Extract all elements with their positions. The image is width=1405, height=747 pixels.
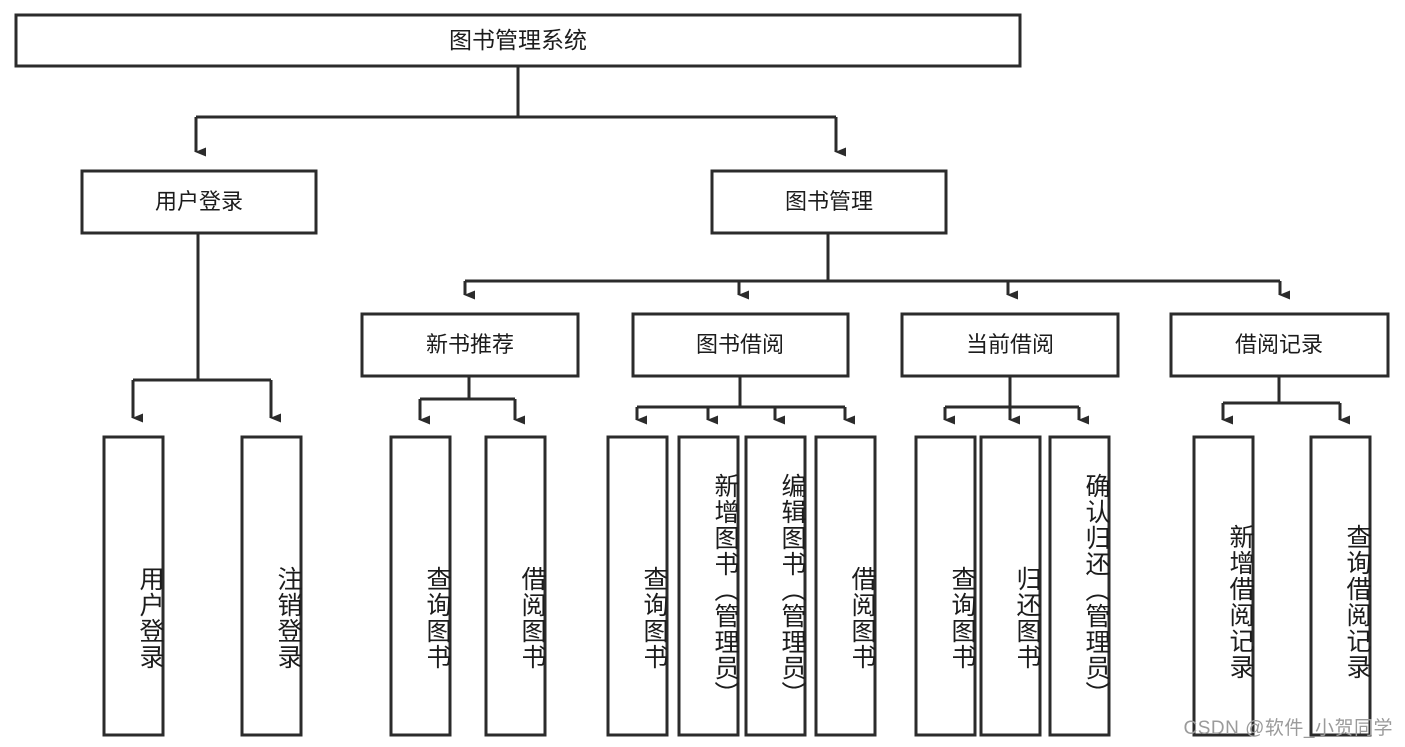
node-new-book-recommend-label: 新书推荐 xyxy=(426,332,514,357)
node-current-borrow[interactable] xyxy=(900,312,1120,378)
connector-bookmanage-to-level2 xyxy=(463,233,1290,300)
leaf-box-add-book-admin[interactable] xyxy=(677,435,740,737)
leaf-box-borrow-book-rec[interactable] xyxy=(484,435,547,737)
leaf-box-return-book[interactable] xyxy=(979,435,1042,737)
leaf-box-add-borrow-record[interactable] xyxy=(1192,435,1255,737)
connector-root-to-level1 xyxy=(194,66,846,157)
node-book-borrow[interactable] xyxy=(631,312,850,378)
connector-bookborrow-to-leaves xyxy=(635,376,855,425)
connector-currentborrow-to-leaves xyxy=(943,376,1089,425)
leaf-box-confirm-return-admin[interactable] xyxy=(1048,435,1111,737)
node-book-manage-label: 图书管理 xyxy=(785,189,873,214)
leaf-box-query-book-current[interactable] xyxy=(914,435,977,737)
node-root[interactable] xyxy=(14,13,1022,68)
node-borrow-record[interactable] xyxy=(1169,312,1390,378)
leaf-box-logout[interactable] xyxy=(240,435,303,737)
node-borrow-record-label: 借阅记录 xyxy=(1235,332,1323,357)
leaf-box-query-book-borrow[interactable] xyxy=(606,435,669,737)
node-user-login[interactable] xyxy=(80,169,318,235)
node-current-borrow-label: 当前借阅 xyxy=(966,332,1054,357)
leaf-box-borrow-book[interactable] xyxy=(814,435,877,737)
leaf-box-query-borrow-record[interactable] xyxy=(1309,435,1372,737)
connector-userlogin-to-leaves xyxy=(131,233,281,423)
node-new-book-recommend[interactable] xyxy=(360,312,580,378)
node-book-manage[interactable] xyxy=(710,169,948,235)
watermark-text: CSDN @软件_小贺同学 xyxy=(1183,718,1393,739)
leaf-box-user-login[interactable] xyxy=(102,435,165,737)
node-root-label: 图书管理系统 xyxy=(449,27,587,53)
leaf-box-edit-book-admin[interactable] xyxy=(744,435,807,737)
node-user-login-label: 用户登录 xyxy=(155,189,243,214)
connector-borrowrecord-to-leaves xyxy=(1221,376,1350,425)
connector-newbook-to-leaves xyxy=(418,376,525,425)
leaf-box-query-book-rec[interactable] xyxy=(389,435,452,737)
node-book-borrow-label: 图书借阅 xyxy=(696,332,784,357)
